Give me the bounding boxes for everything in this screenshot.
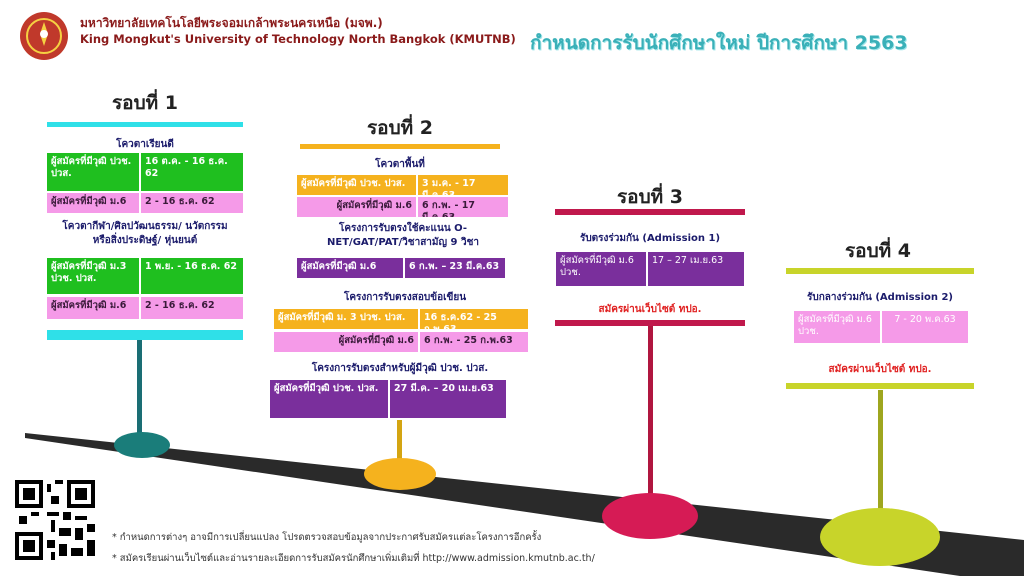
round4-disc (820, 508, 940, 566)
university-name-en: King Mongkut's University of Technology … (80, 32, 516, 46)
round2-sec1-row1-date: 3 ม.ค. - 17 มี.ค.63 (418, 175, 508, 195)
round2-sec3-row2-date: 6 ก.พ. - 25 ก.พ.63 (420, 332, 528, 352)
round3-title: รอบที่ 3 (616, 186, 684, 208)
round4-top-bar (786, 268, 974, 274)
round3-bottom-bar (555, 320, 745, 326)
university-seal-icon (20, 12, 68, 60)
round1-sec1-row1-date: 16 ต.ค. - 16 ธ.ค. 62 (141, 153, 243, 191)
round2-sec1-row2-label: ผู้สมัครที่มีวุฒิ ม.6 (297, 197, 416, 217)
round2-disc (364, 458, 436, 490)
university-name-th: มหาวิทยาลัยเทคโนโลยีพระจอมเกล้าพระนครเหน… (80, 16, 383, 30)
round2-sec2-row1-label: ผู้สมัครที่มีวุฒิ ม.6 (297, 258, 403, 278)
round1-sec2-row2-date: 2 - 16 ธ.ค. 62 (141, 297, 243, 319)
round2-sec4-title: โครงการรับตรงสำหรับผู้มีวุฒิ ปวช. ปวส. (311, 363, 489, 374)
footer-note-2[interactable]: * สมัครเรียนผ่านเว็บไซต์และอ่านรายละเอีย… (112, 553, 595, 564)
round1-sec1-row1-label: ผู้สมัครที่มีวุฒิ ปวช. ปวส. (47, 153, 139, 191)
round1-sec2-row2-label: ผู้สมัครที่มีวุฒิ ม.6 (47, 297, 139, 319)
round1-bottom-bar (47, 330, 243, 340)
footer-note-1: * กำหนดการต่างๆ อาจมีการเปลี่ยนแปลง โปรด… (112, 532, 542, 543)
round2-sec3-row2-label: ผู้สมัครที่มีวุฒิ ม.6 (274, 332, 418, 352)
round1-title: รอบที่ 1 (111, 92, 179, 114)
round2-sec3-row1-date: 16 ธ.ค.62 - 25 ก.พ.63 (420, 309, 528, 329)
round1-disc (114, 432, 170, 458)
round4-pole (878, 390, 883, 520)
round4-sec-title: รับกลางร่วมกัน (Admission 2) (807, 292, 953, 303)
round1-sec2-row1-label: ผู้สมัครที่มีวุฒิ ม.3 ปวช. ปวส. (47, 258, 139, 294)
round3-row-date: 17 – 27 เม.ย.63 (648, 252, 744, 286)
round1-sec1-row2-date: 2 - 16 ธ.ค. 62 (141, 193, 243, 213)
round3-row-label: ผู้สมัครที่มีวุฒิ ม.6 ปวช. (556, 252, 646, 286)
round1-sec1-row2-label: ผู้สมัครที่มีวุฒิ ม.6 (47, 193, 139, 213)
round3-disc (602, 493, 698, 539)
round2-pole (397, 420, 402, 465)
round2-sec4-row1-date: 27 มี.ค. – 20 เม.ย.63 (390, 380, 506, 418)
round4-title: รอบที่ 4 (844, 240, 912, 262)
round3-sec-title: รับตรงร่วมกัน (Admission 1) (579, 233, 721, 244)
round1-top-bar (47, 122, 243, 127)
round2-top-bar (300, 144, 500, 149)
round4-note: สมัครผ่านเว็บไซต์ ทปอ. (828, 364, 932, 375)
page-title: กำหนดการรับนักศึกษาใหม่ ปีการศึกษา 2563 (530, 32, 908, 54)
round4-row-date: 7 - 20 พ.ค.63 (882, 311, 968, 343)
round2-sec3-row1-label: ผู้สมัครที่มีวุฒิ ม. 3 ปวช. ปวส. (274, 309, 418, 329)
round2-sec2-row1-date: 6 ก.พ. – 23 มี.ค.63 (405, 258, 505, 278)
round4-row-label: ผู้สมัครที่มีวุฒิ ม.6 ปวช. (794, 311, 880, 343)
round3-note: สมัครผ่านเว็บไซต์ ทปอ. (598, 304, 702, 315)
round3-top-bar (555, 209, 745, 215)
round2-sec3-title: โครงการรับตรงสอบข้อเขียน (343, 292, 467, 303)
round2-sec2-title: โครงการรับตรงใช้คะแนน O-NET/GAT/PAT/วิชา… (327, 223, 479, 248)
round3-pole (648, 326, 653, 501)
round2-sec1-row1-label: ผู้สมัครที่มีวุฒิ ปวช. ปวส. (297, 175, 416, 195)
round2-title: รอบที่ 2 (366, 117, 434, 139)
round1-sec1-title: โควตาเรียนดี (116, 139, 174, 150)
round4-bottom-bar (786, 383, 974, 389)
qr-code-icon[interactable] (15, 480, 95, 560)
round2-sec1-title: โควตาพื้นที่ (375, 159, 425, 170)
round1-pole (137, 340, 142, 445)
round2-sec1-row2-date: 6 ก.พ. - 17 มี.ค.63 (418, 197, 508, 217)
round1-sec2-title: โควตากีฬา/ศิลปวัฒนธรรม/ นวัตกรรมหรือสิ่ง… (62, 221, 228, 246)
round1-sec2-row1-date: 1 พ.ย. - 16 ธ.ค. 62 (141, 258, 243, 294)
round2-sec4-row1-label: ผู้สมัครที่มีวุฒิ ปวช. ปวส. (270, 380, 388, 418)
